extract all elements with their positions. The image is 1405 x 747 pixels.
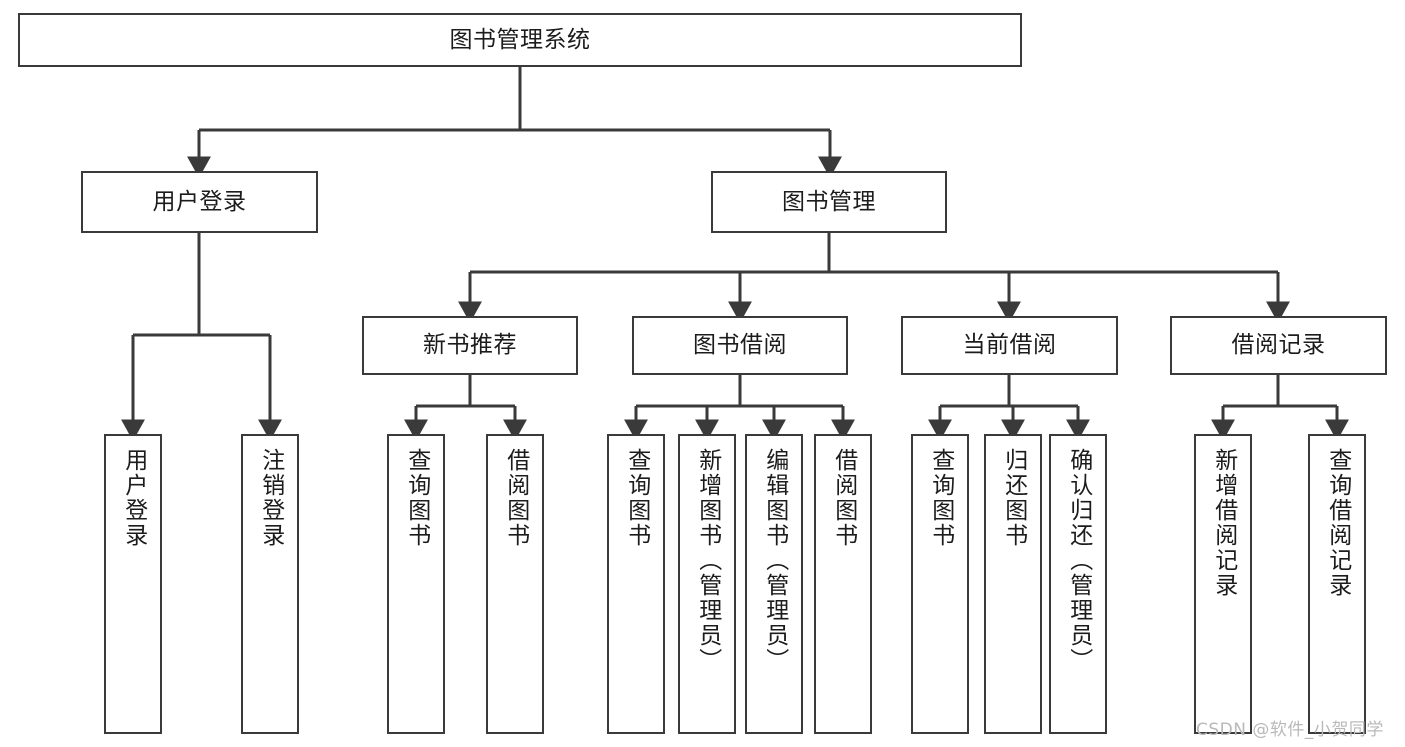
node-leaf-user-login[interactable]: 用户登录: [104, 434, 162, 734]
node-leaf-confirm-return-label: 确认归还（管理员）: [1065, 448, 1092, 673]
node-root-label: 图书管理系统: [449, 26, 591, 53]
node-current-borrow[interactable]: 当前借阅: [901, 316, 1118, 375]
node-user-login[interactable]: 用户登录: [81, 171, 318, 233]
node-leaf-user-logout-label: 注销登录: [257, 448, 284, 548]
node-leaf-add-book-label: 新增图书（管理员）: [694, 448, 721, 673]
node-leaf-edit-book[interactable]: 编辑图书（管理员）: [745, 434, 803, 734]
node-current-borrow-label: 当前借阅: [962, 332, 1057, 358]
node-leaf-edit-book-label: 编辑图书（管理员）: [761, 448, 788, 673]
node-leaf-return-book[interactable]: 归还图书: [984, 434, 1042, 734]
node-user-login-label: 用户登录: [152, 188, 247, 215]
node-leaf-confirm-return[interactable]: 确认归还（管理员）: [1049, 434, 1107, 734]
node-book-borrow-label: 图书借阅: [693, 332, 787, 358]
node-leaf-borrow-book-recommend-label: 借阅图书: [502, 448, 529, 548]
node-leaf-borrow-book-recommend[interactable]: 借阅图书: [486, 434, 544, 734]
node-borrow-records[interactable]: 借阅记录: [1170, 316, 1387, 375]
node-leaf-query-book-recommend-label: 查询图书: [403, 448, 430, 548]
node-leaf-query-borrow-record-label: 查询借阅记录: [1324, 448, 1351, 598]
node-leaf-query-book-borrow[interactable]: 查询图书: [607, 434, 665, 734]
node-leaf-borrow-book-label: 借阅图书: [830, 448, 857, 548]
node-leaf-add-borrow-record[interactable]: 新增借阅记录: [1194, 434, 1252, 734]
node-book-management[interactable]: 图书管理: [711, 171, 947, 233]
node-borrow-records-label: 借阅记录: [1231, 332, 1326, 358]
node-book-borrow[interactable]: 图书借阅: [632, 316, 848, 375]
node-new-book-recommend-label: 新书推荐: [423, 332, 517, 358]
node-new-book-recommend[interactable]: 新书推荐: [362, 316, 578, 375]
csdn-watermark: CSDN @软件_小贺同学: [1196, 720, 1384, 740]
node-leaf-query-book-recommend[interactable]: 查询图书: [387, 434, 445, 734]
node-leaf-add-book[interactable]: 新增图书（管理员）: [678, 434, 736, 734]
node-leaf-borrow-book[interactable]: 借阅图书: [814, 434, 872, 734]
node-root[interactable]: 图书管理系统: [18, 13, 1022, 67]
node-leaf-query-book-current[interactable]: 查询图书: [911, 434, 969, 734]
node-leaf-user-login-label: 用户登录: [120, 448, 147, 548]
node-leaf-query-book-borrow-label: 查询图书: [623, 448, 650, 548]
node-book-management-label: 图书管理: [782, 188, 876, 215]
node-leaf-query-book-current-label: 查询图书: [927, 448, 954, 548]
node-leaf-user-logout[interactable]: 注销登录: [241, 434, 299, 734]
node-leaf-add-borrow-record-label: 新增借阅记录: [1210, 448, 1237, 598]
node-leaf-return-book-label: 归还图书: [1000, 448, 1027, 548]
node-leaf-query-borrow-record[interactable]: 查询借阅记录: [1308, 434, 1366, 734]
